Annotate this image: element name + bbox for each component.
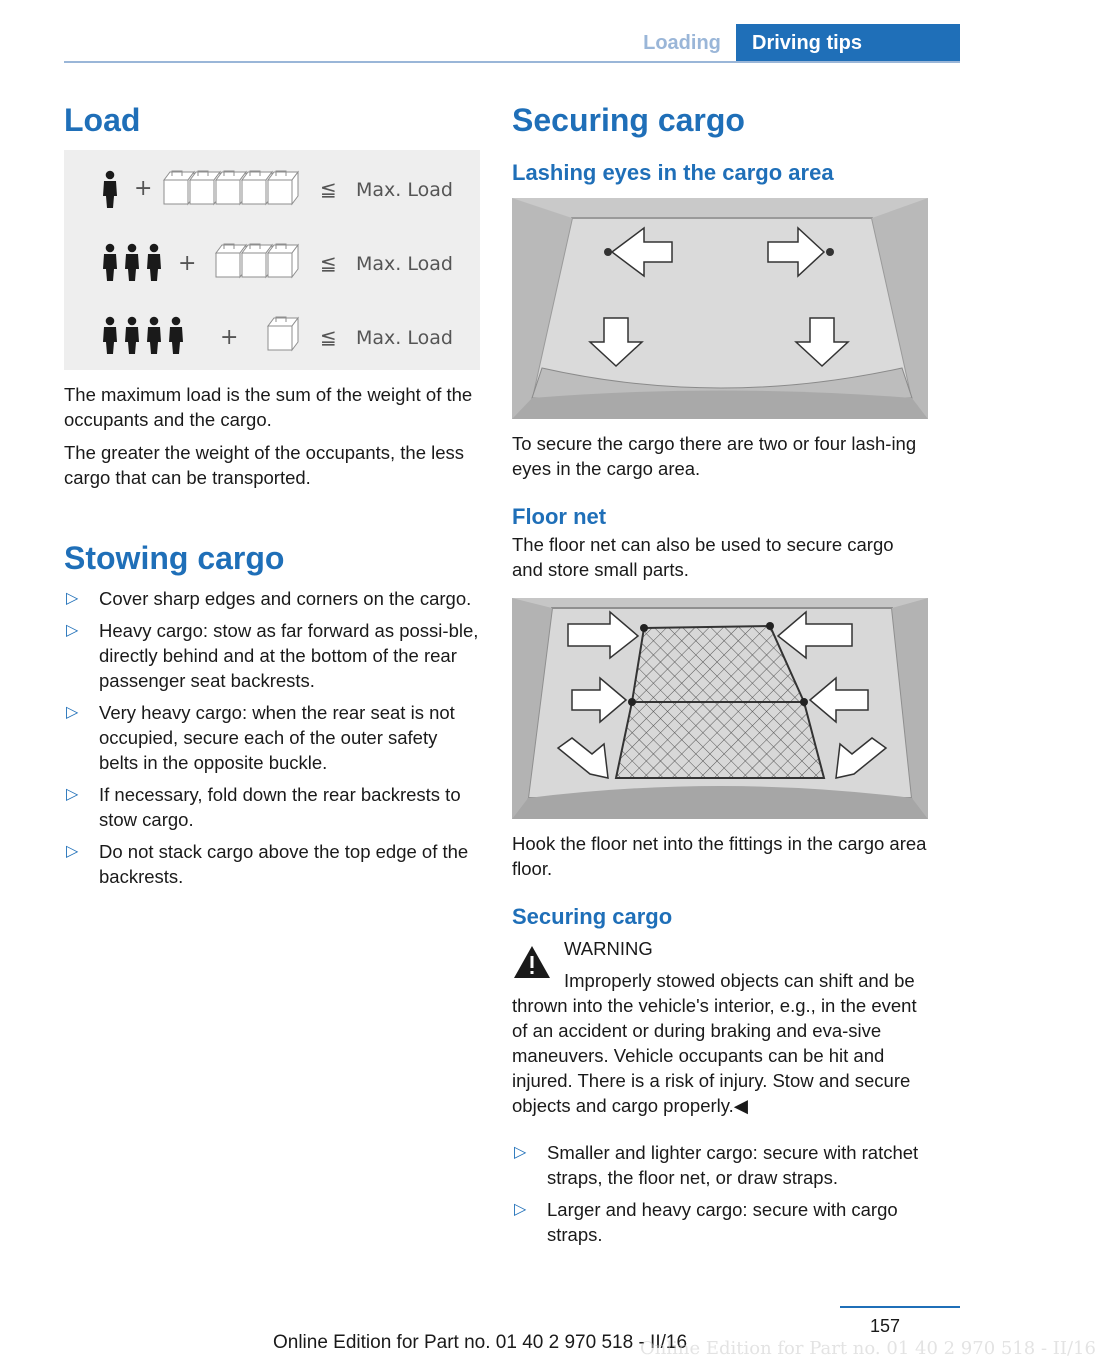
leq-sign: ≦ [320, 177, 337, 201]
list-item: ▷Heavy cargo: stow as far forward as pos… [66, 620, 479, 691]
list-item: ▷Cover sharp edges and corners on the ca… [66, 588, 472, 609]
securing-list: ▷Smaller and lighter cargo: secure with … [512, 1140, 928, 1247]
plus-sign: + [178, 251, 196, 276]
tab-driving-tips[interactable]: Driving tips [736, 24, 960, 62]
list-item: ▷Very heavy cargo: when the rear seat is… [66, 702, 455, 773]
max-load-label: Max. Load [356, 179, 453, 201]
plus-sign: + [134, 176, 152, 201]
lashing-eyes-text: To secure the cargo there are two or fou… [512, 433, 917, 479]
leq-sign: ≦ [320, 325, 337, 349]
tab-loading[interactable]: Loading [643, 32, 721, 54]
triangle-bullet-icon: ▷ [66, 622, 79, 639]
triangle-bullet-icon: ▷ [66, 704, 79, 721]
warning-text: Improperly stowed objects can shift and … [512, 970, 917, 1116]
triangle-bullet-icon: ▷ [514, 1144, 527, 1161]
header-rule [64, 61, 960, 63]
watermark: Online Edition for Part no. 01 40 2 970 … [640, 1338, 1096, 1359]
footer-rule [840, 1306, 960, 1308]
max-load-figure: + ≦ Max. Load + ≦ Max. Load + [64, 150, 480, 370]
list-item: ▷Larger and heavy cargo: secure with car… [514, 1199, 898, 1245]
floor-net-heading: Floor net [512, 504, 607, 529]
load-paragraph-1: The maximum load is the sum of the weigh… [64, 384, 473, 430]
load-paragraph-2: The greater the weight of the occupants,… [64, 442, 465, 488]
floor-net-text: The floor net can also be used to secure… [512, 534, 894, 580]
warning-label: WARNING [564, 938, 653, 959]
leq-sign: ≦ [320, 251, 337, 275]
securing-cargo-heading: Securing cargo [512, 904, 673, 929]
floor-net-photo [512, 598, 928, 819]
page-header: Loading Driving tips [0, 0, 960, 64]
warning-block: WARNING Improperly stowed objects can sh… [512, 936, 928, 1118]
warning-triangle-icon [514, 946, 550, 978]
edition-footer: Online Edition for Part no. 01 40 2 970 … [272, 1332, 688, 1353]
hook-net-text: Hook the floor net into the fittings in … [512, 833, 927, 879]
triangle-bullet-icon: ▷ [66, 843, 79, 860]
max-load-label: Max. Load [356, 327, 453, 349]
triangle-bullet-icon: ▷ [66, 590, 79, 607]
list-item: ▷Smaller and lighter cargo: secure with … [514, 1142, 919, 1188]
max-load-diagram: + ≦ Max. Load + ≦ Max. Load + [103, 170, 453, 354]
plus-sign: + [220, 325, 238, 350]
triangle-bullet-icon: ▷ [66, 786, 79, 803]
securing-title: Securing cargo [512, 102, 745, 138]
lashing-eyes-photo [512, 198, 928, 419]
page-number: 157 [869, 1316, 900, 1336]
right-column: Securing cargo Lashing eyes in the cargo… [512, 96, 928, 1247]
triangle-bullet-icon: ▷ [514, 1201, 527, 1218]
stowing-list: ▷Cover sharp edges and corners on the ca… [64, 586, 480, 889]
max-load-label: Max. Load [356, 253, 453, 275]
left-column: Load + ≦ [64, 96, 480, 889]
list-item: ▷Do not stack cargo above the top edge o… [66, 841, 469, 887]
lashing-eyes-heading: Lashing eyes in the cargo area [512, 160, 834, 185]
stowing-title: Stowing cargo [64, 540, 285, 576]
load-title: Load [64, 102, 141, 138]
list-item: ▷If necessary, fold down the rear backre… [66, 784, 461, 830]
